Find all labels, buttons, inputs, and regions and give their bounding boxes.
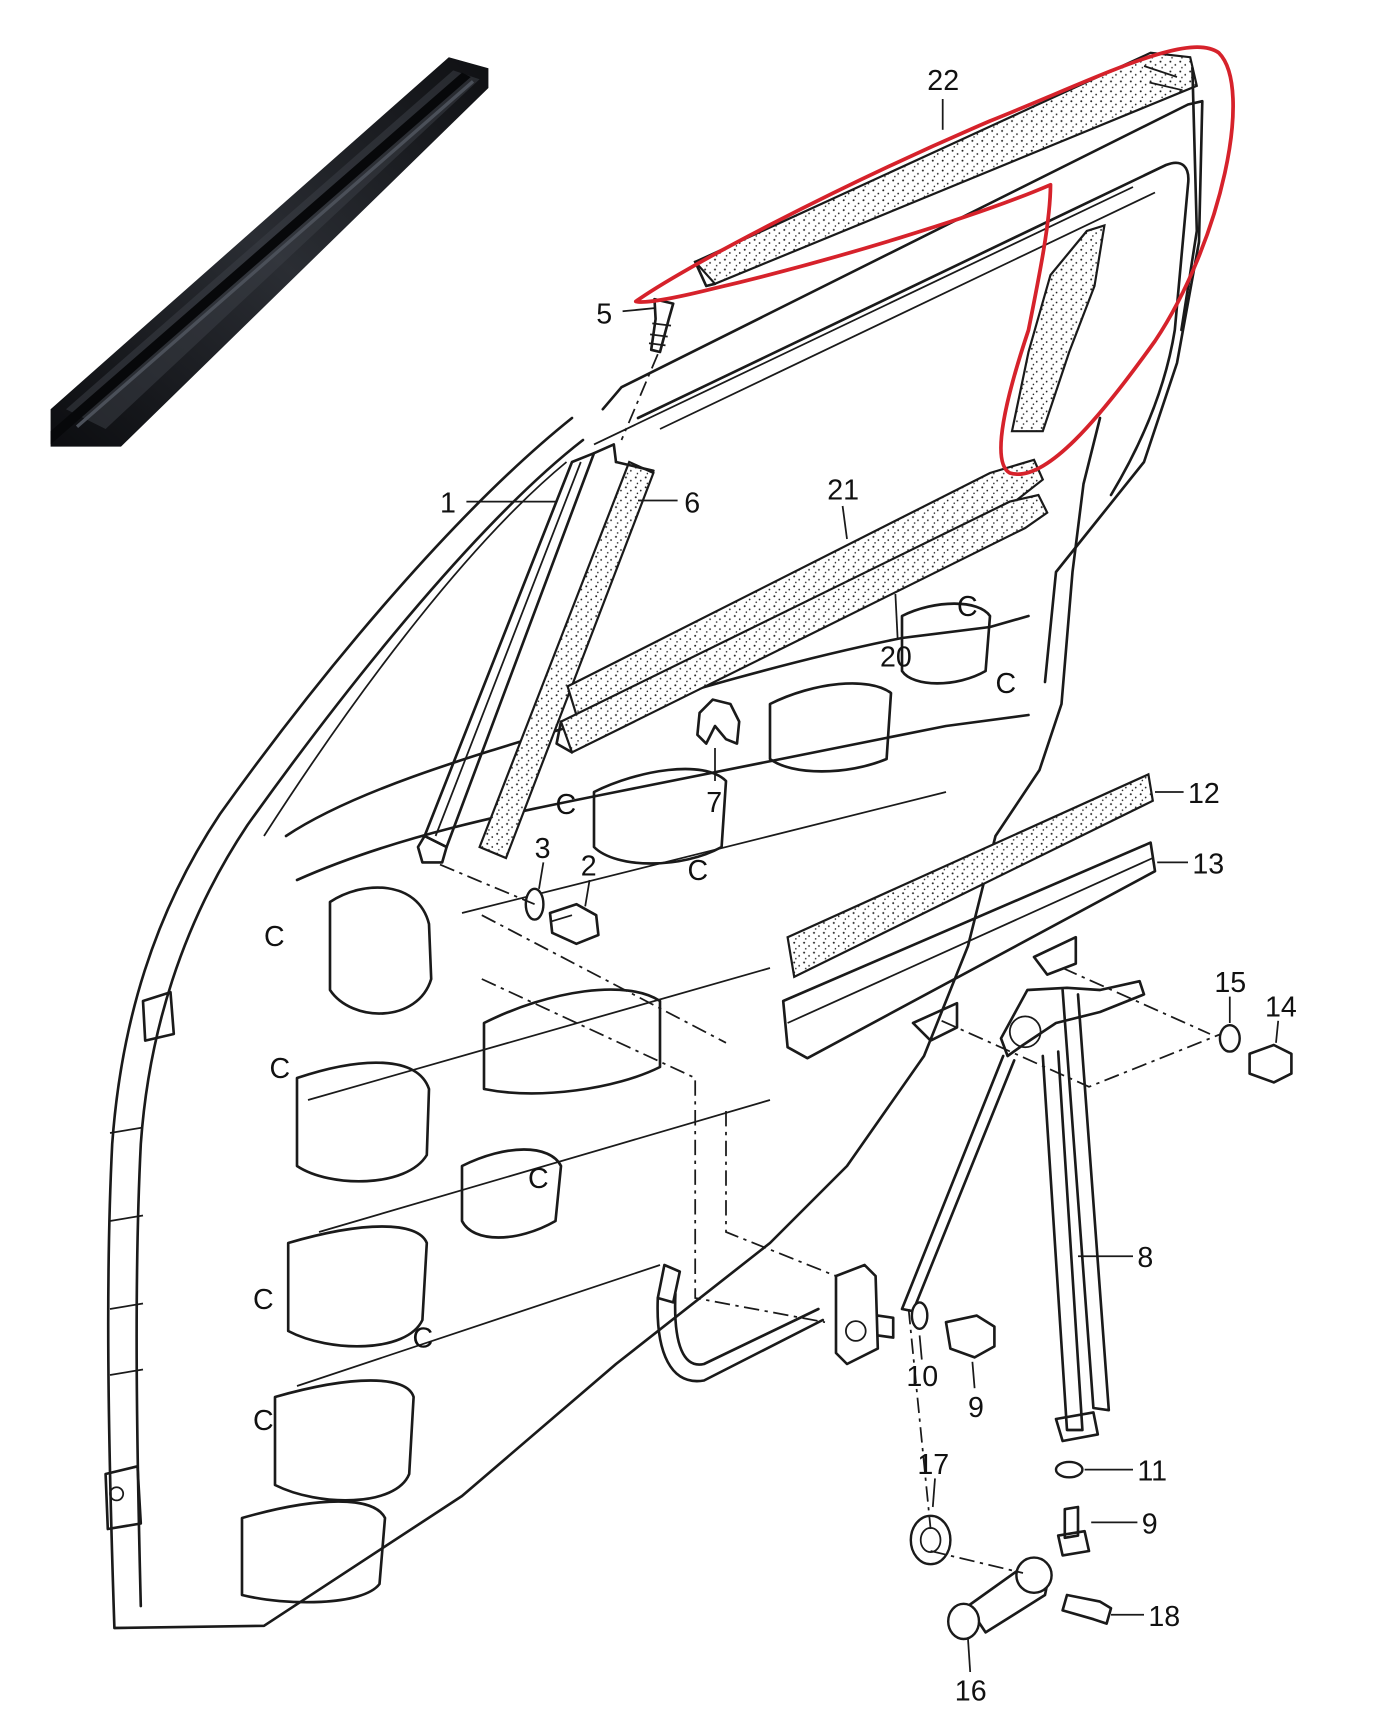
svg-text:C: C bbox=[957, 591, 978, 623]
svg-text:C: C bbox=[253, 1284, 274, 1316]
svg-text:C: C bbox=[995, 668, 1016, 700]
callout-8: 8 bbox=[1137, 1242, 1153, 1274]
crank-assembly bbox=[656, 1263, 895, 1383]
callout-labels: 1 2 3 5 6 7 8 9 9 10 11 12 13 14 15 16 1… bbox=[440, 65, 1297, 1707]
callout-6: 6 bbox=[684, 488, 700, 520]
part-22-window-seal bbox=[693, 51, 1199, 433]
svg-text:C: C bbox=[270, 1053, 291, 1085]
callout-3: 3 bbox=[535, 833, 551, 865]
callout-21: 21 bbox=[827, 474, 859, 506]
callout-1: 1 bbox=[440, 488, 456, 520]
red-highlight-outline bbox=[633, 45, 1235, 477]
callout-16: 16 bbox=[955, 1676, 987, 1708]
part-13-window-channel bbox=[781, 841, 1157, 1060]
callout-14: 14 bbox=[1265, 991, 1297, 1023]
part-12-channel-strip bbox=[786, 772, 1155, 979]
callout-15: 15 bbox=[1214, 967, 1246, 999]
part-5-screw bbox=[620, 297, 675, 441]
part-10-washer bbox=[910, 1301, 929, 1331]
part-6-channel-seal bbox=[478, 460, 655, 860]
callout-10: 10 bbox=[906, 1361, 938, 1393]
svg-text:C: C bbox=[264, 921, 285, 953]
part-9-bolt-upper bbox=[944, 1314, 996, 1359]
callout-2: 2 bbox=[581, 851, 597, 883]
svg-text:C: C bbox=[528, 1163, 549, 1195]
part-18-screw bbox=[1061, 1593, 1113, 1625]
leader-lines bbox=[466, 99, 1280, 1673]
part-3-washer bbox=[524, 887, 545, 921]
part-16-window-crank bbox=[946, 1556, 1053, 1641]
callout-9a: 9 bbox=[968, 1392, 984, 1424]
callout-22: 22 bbox=[927, 65, 959, 97]
part-9-bolt-lower bbox=[1056, 1505, 1091, 1557]
callout-12: 12 bbox=[1188, 778, 1220, 810]
assembly-lines bbox=[439, 863, 1222, 1574]
callout-18: 18 bbox=[1148, 1601, 1180, 1633]
door-inner-panel: C C C C C C C C C C bbox=[104, 99, 1204, 1630]
part-17-rosette bbox=[909, 1514, 952, 1566]
callout-9b: 9 bbox=[1142, 1508, 1158, 1540]
svg-text:C: C bbox=[253, 1405, 274, 1437]
part-15-washer bbox=[1218, 1023, 1241, 1053]
part-2-bolt bbox=[548, 902, 600, 946]
part-20-inner-waist-seal bbox=[555, 493, 1049, 754]
callout-7: 7 bbox=[706, 787, 722, 819]
svg-text:C: C bbox=[413, 1323, 434, 1355]
callout-13: 13 bbox=[1192, 848, 1224, 880]
svg-text:C: C bbox=[688, 855, 709, 887]
callout-20: 20 bbox=[880, 642, 912, 674]
callout-17: 17 bbox=[917, 1449, 949, 1481]
part-7-clip bbox=[696, 698, 741, 745]
callout-11: 11 bbox=[1137, 1456, 1167, 1488]
part-14-bolt bbox=[1248, 1043, 1293, 1084]
svg-text:C: C bbox=[556, 789, 577, 821]
part-1-guide-channel bbox=[416, 443, 618, 864]
part-8-window-regulator bbox=[900, 979, 1146, 1443]
callout-5: 5 bbox=[596, 298, 612, 330]
inset-seal-photo bbox=[50, 44, 491, 447]
part-11-grommet bbox=[1054, 1460, 1084, 1479]
